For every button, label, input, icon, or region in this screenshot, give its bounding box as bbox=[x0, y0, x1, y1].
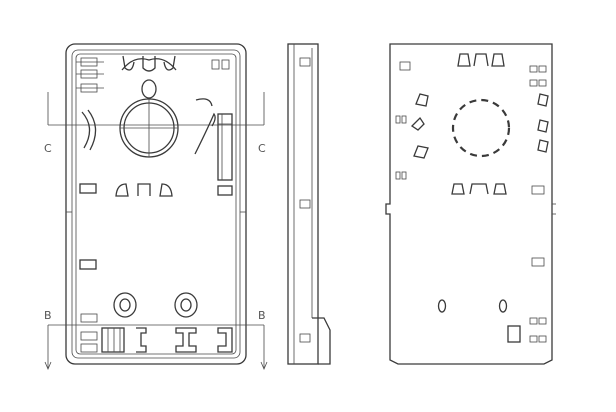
back-top-clips bbox=[457, 53, 505, 67]
left-arc-clip bbox=[81, 109, 97, 151]
side-body bbox=[287, 43, 319, 365]
side-view bbox=[287, 43, 331, 365]
right-slot bbox=[217, 185, 233, 196]
marker-left: C bbox=[44, 142, 52, 155]
back-knockout-circle bbox=[451, 98, 511, 158]
mounting-hole-left bbox=[113, 292, 137, 318]
front-outer-frame bbox=[65, 43, 247, 365]
marker-right: C bbox=[258, 142, 266, 155]
marker-bottom-left: B bbox=[44, 309, 52, 322]
top-right-tabs bbox=[211, 59, 230, 70]
terminal-screws-top-left bbox=[76, 57, 104, 93]
front-inner-frame bbox=[71, 49, 241, 359]
middle-clips bbox=[115, 183, 173, 197]
side-tabs bbox=[299, 57, 311, 343]
center-boss bbox=[119, 58, 179, 158]
left-slot-upper bbox=[79, 183, 97, 194]
mounting-hole-right bbox=[174, 292, 198, 318]
back-right-clips bbox=[537, 93, 549, 153]
back-oval-hole-left bbox=[437, 299, 447, 313]
front-inner-wall bbox=[75, 53, 237, 355]
back-oval-hole-right bbox=[498, 299, 508, 313]
left-slot-lower bbox=[79, 259, 97, 270]
bottom-terminal-block bbox=[80, 313, 233, 353]
back-bottom-cutout bbox=[507, 325, 521, 343]
right-arc-clip bbox=[194, 98, 216, 155]
top-clips bbox=[122, 55, 176, 72]
section-lines-bottom bbox=[44, 324, 268, 371]
back-bottom-clips bbox=[451, 183, 507, 195]
section-lines-top bbox=[47, 92, 265, 126]
back-left-clips bbox=[410, 93, 429, 159]
back-small-holes bbox=[395, 61, 547, 343]
back-view bbox=[385, 43, 556, 365]
right-latch bbox=[217, 113, 233, 181]
front-view: C C B B bbox=[44, 43, 268, 371]
marker-bottom-right: B bbox=[258, 309, 266, 322]
back-outline bbox=[385, 43, 553, 365]
